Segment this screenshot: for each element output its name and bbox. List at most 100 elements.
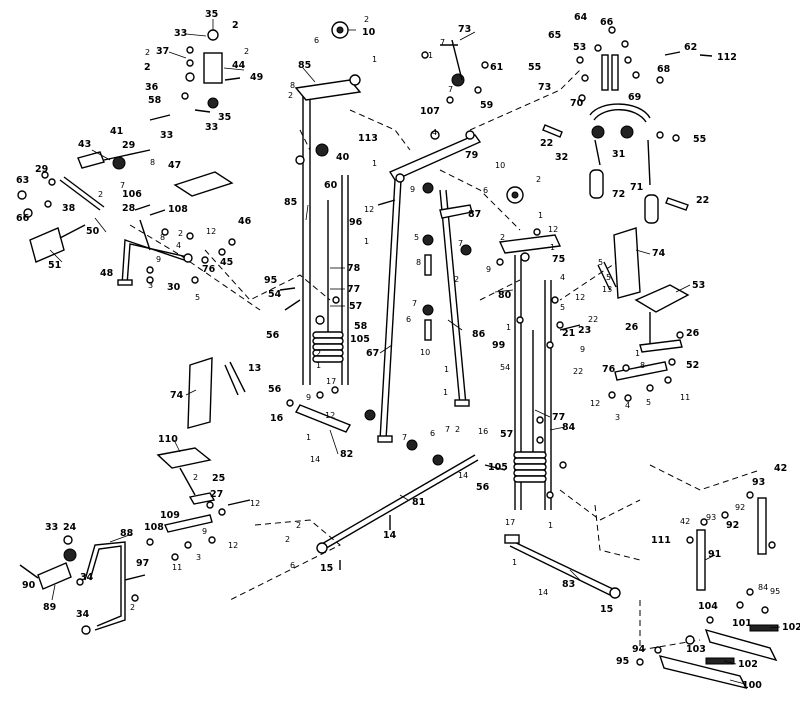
base-rails [316, 454, 621, 599]
svg-text:3: 3 [148, 281, 153, 290]
svg-text:1: 1 [538, 211, 543, 220]
svg-text:5: 5 [195, 293, 200, 302]
callout: 81 [412, 497, 425, 508]
callout: 29 [122, 140, 135, 151]
callout: 13 [248, 363, 261, 374]
callout: 84 [562, 422, 576, 433]
svg-text:3: 3 [615, 413, 620, 422]
callout: 40 [336, 152, 350, 163]
svg-text:7: 7 [445, 425, 450, 434]
callout: 56 [268, 384, 282, 395]
svg-text:1: 1 [372, 55, 377, 64]
svg-text:2: 2 [288, 91, 293, 100]
callout: 37 [156, 46, 169, 57]
left-seat-pad [173, 171, 234, 197]
callout: 15 [600, 604, 613, 615]
callout: 61 [490, 62, 503, 73]
svg-text:54: 54 [500, 363, 510, 372]
callout: 55 [693, 134, 706, 145]
left-back-pad [187, 357, 246, 429]
svg-text:13: 13 [602, 285, 612, 294]
callout: 105 [350, 334, 370, 345]
svg-text:1: 1 [364, 237, 369, 246]
callout: 32 [555, 152, 568, 163]
callout: 105 [488, 462, 508, 473]
svg-text:7: 7 [458, 239, 463, 248]
callout: 15 [320, 563, 333, 574]
callout: 62 [684, 42, 697, 53]
svg-text:7: 7 [402, 433, 407, 442]
svg-text:7: 7 [440, 38, 445, 47]
callout: 103 [686, 644, 706, 655]
callout: 79 [465, 150, 478, 161]
right-foot-plates [636, 491, 779, 690]
svg-text:12: 12 [250, 499, 260, 508]
callout: 50 [86, 226, 100, 237]
svg-text:9: 9 [306, 393, 311, 402]
svg-text:5: 5 [560, 303, 565, 312]
callout: 78 [347, 263, 361, 274]
svg-text:9: 9 [156, 255, 161, 264]
svg-text:10: 10 [420, 348, 430, 357]
svg-text:84: 84 [758, 583, 768, 592]
svg-text:22: 22 [573, 367, 583, 376]
callout: 44 [232, 60, 246, 71]
callout: 68 [657, 64, 671, 75]
svg-text:6: 6 [406, 315, 411, 324]
svg-text:1: 1 [443, 388, 448, 397]
callout: 25 [212, 473, 225, 484]
svg-text:12: 12 [325, 411, 335, 420]
svg-text:17: 17 [326, 377, 336, 386]
callout: 106 [122, 189, 142, 200]
callout: 63 [16, 175, 29, 186]
callout: 65 [548, 30, 561, 41]
callout: 73 [458, 24, 471, 35]
callout: 57 [349, 301, 362, 312]
callout: 113 [358, 133, 378, 144]
hardware-numbers: 2 2 2 6 8 1 2 2 7 8 12 2 4 3 5 9 8 1 2 1… [98, 15, 780, 612]
callout: 104 [698, 601, 718, 612]
callout: 73 [538, 82, 551, 93]
callout: 60 [324, 180, 338, 191]
svg-text:8: 8 [160, 233, 165, 242]
callout: 99 [492, 340, 505, 351]
callout: 108 [144, 522, 164, 533]
callout: 46 [238, 216, 252, 227]
callout: 23 [578, 325, 591, 336]
callout: 110 [158, 434, 178, 445]
callout: 10 [362, 27, 376, 38]
svg-text:2: 2 [193, 473, 198, 482]
svg-text:7: 7 [412, 299, 417, 308]
svg-text:2: 2 [454, 275, 459, 284]
callout: 92 [726, 520, 739, 531]
callout: 93 [752, 477, 765, 488]
svg-text:2: 2 [130, 603, 135, 612]
left-weight-stack [312, 331, 344, 363]
callout: 16 [270, 413, 284, 424]
left-pulley-bracket-assembly [149, 29, 241, 121]
callout: 102 [782, 622, 800, 633]
svg-text:8: 8 [640, 361, 645, 370]
svg-text:12: 12 [364, 205, 374, 214]
callout: 35 [205, 9, 218, 20]
svg-text:2: 2 [244, 47, 249, 56]
callout: 76 [202, 264, 216, 275]
svg-text:1: 1 [428, 51, 433, 60]
callout: 95 [616, 656, 629, 667]
right-back-pad [597, 227, 641, 299]
assembly-guide-lines [129, 69, 761, 651]
callout: 34 [76, 609, 90, 620]
callout: 109 [160, 510, 180, 521]
svg-text:1: 1 [506, 323, 511, 332]
callout: 86 [472, 329, 486, 340]
svg-text:11: 11 [680, 393, 690, 402]
callout: 87 [468, 209, 481, 220]
callout: 85 [298, 60, 311, 71]
callout: 31 [612, 149, 625, 160]
svg-text:2: 2 [98, 190, 103, 199]
callout: 70 [570, 98, 584, 109]
callout: 48 [100, 268, 114, 279]
right-arm-assembly [542, 26, 713, 224]
callout: 33 [205, 122, 218, 133]
